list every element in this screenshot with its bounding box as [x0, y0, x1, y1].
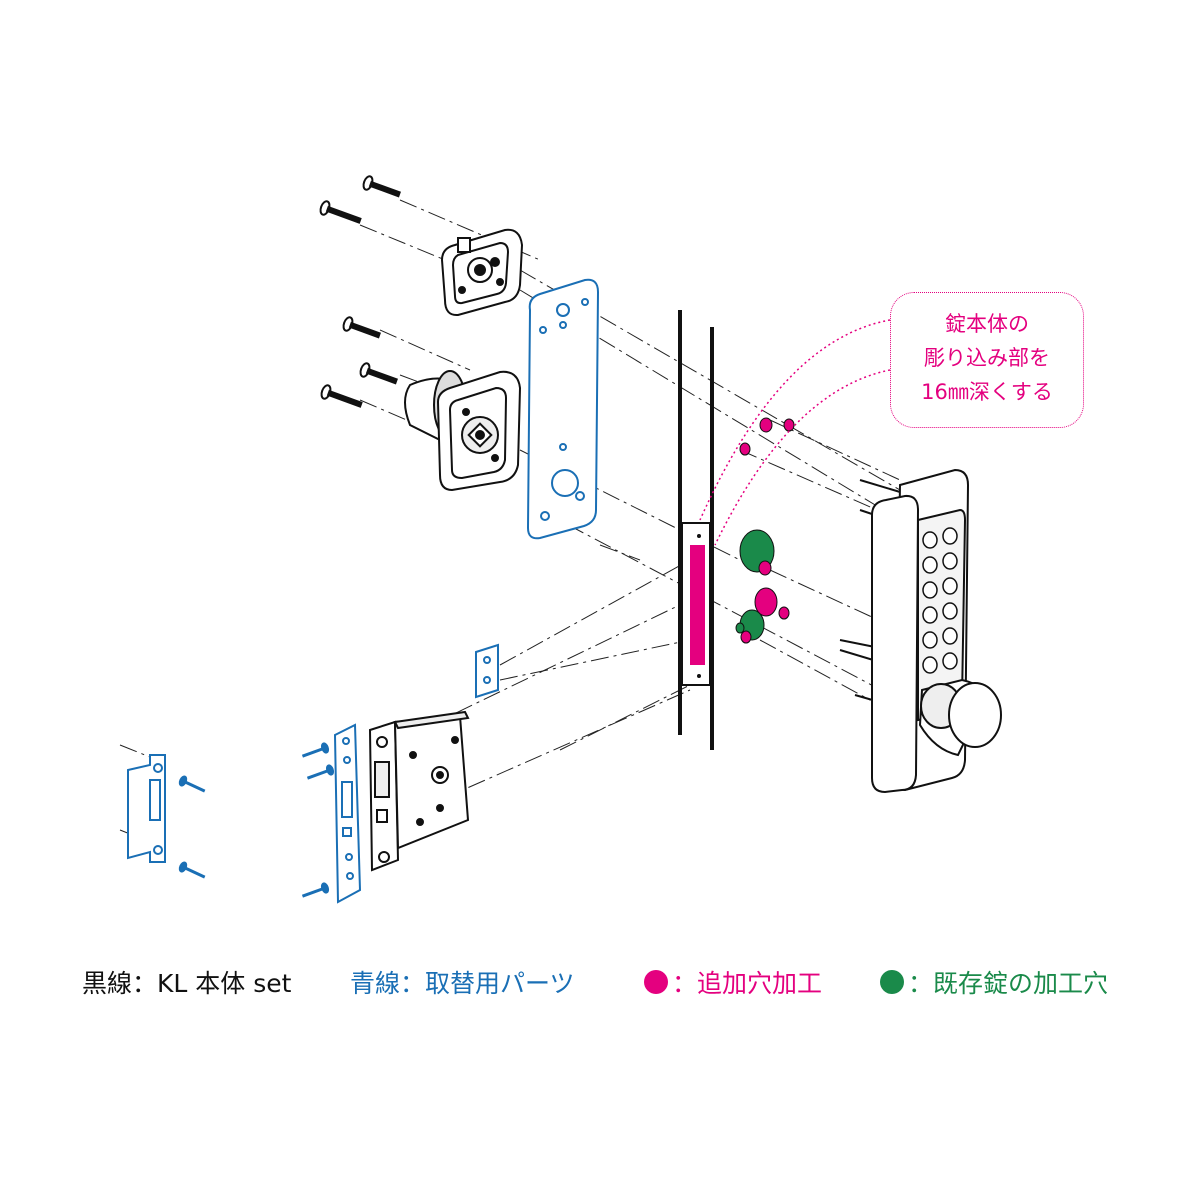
- legend-black-label: 黒線：KL 本体 set: [82, 969, 292, 998]
- legend-pink-label: ：追加穴加工: [672, 969, 823, 998]
- keypad-button: [922, 606, 938, 624]
- replacement-back-plate: [526, 278, 600, 540]
- replacement-strike-plate: [127, 754, 166, 863]
- callout-line-3: 16㎜深くする: [921, 380, 1053, 404]
- replacement-tab-plate: [475, 643, 499, 699]
- callout-line-1: 錠本体の: [945, 312, 1029, 336]
- keypad-button: [942, 552, 958, 570]
- keypad-knob: [918, 678, 1002, 757]
- legend-green-label: ：既存錠の加工穴: [908, 969, 1109, 998]
- blue-screws: [178, 742, 335, 898]
- callout-bubble: 錠本体の 彫り込み部を 16㎜深くする: [890, 292, 1084, 428]
- keypad-buttons: [922, 527, 958, 674]
- additional-hole: [754, 587, 778, 617]
- keypad-button: [942, 602, 958, 620]
- rear-bracket: [440, 228, 524, 317]
- keypad-button: [922, 581, 938, 599]
- callout-leader: [699, 319, 891, 546]
- deepened-mortise-area: [690, 545, 705, 665]
- keypad-button: [922, 531, 938, 549]
- screw: [319, 200, 362, 224]
- keypad-button: [922, 556, 938, 574]
- door-section: [678, 310, 714, 750]
- keypad-button: [942, 577, 958, 595]
- legend-blue: 青線：取替用パーツ: [350, 962, 575, 1002]
- legend-pink: ：追加穴加工: [644, 962, 822, 1002]
- keypad-button: [942, 652, 958, 670]
- legend-green: ：既存錠の加工穴: [880, 962, 1108, 1002]
- additional-hole: [783, 418, 795, 432]
- keypad-button: [922, 631, 938, 649]
- screw: [342, 316, 381, 339]
- rear-knob-assembly: [404, 370, 522, 492]
- pink-dot-icon: [644, 970, 668, 994]
- legend-black: 黒線：KL 本体 set: [82, 962, 291, 1002]
- screw: [320, 384, 363, 408]
- lock-case: [368, 710, 470, 872]
- legend-blue-label: 青線：取替用パーツ: [350, 969, 575, 998]
- keypad-button: [942, 627, 958, 645]
- drill-holes: [735, 417, 795, 644]
- keypad-button: [942, 527, 958, 545]
- screw: [359, 362, 398, 385]
- green-dot-icon: [880, 970, 904, 994]
- additional-hole: [739, 442, 751, 456]
- keypad-button: [922, 656, 938, 674]
- screw: [362, 175, 401, 198]
- additional-hole: [740, 630, 752, 644]
- replacement-front-plate: [333, 723, 362, 904]
- additional-hole: [759, 417, 773, 433]
- callout-line-2: 彫り込み部を: [924, 346, 1050, 370]
- additional-hole: [778, 606, 790, 620]
- existing-hole: [735, 622, 745, 634]
- additional-hole: [758, 560, 772, 576]
